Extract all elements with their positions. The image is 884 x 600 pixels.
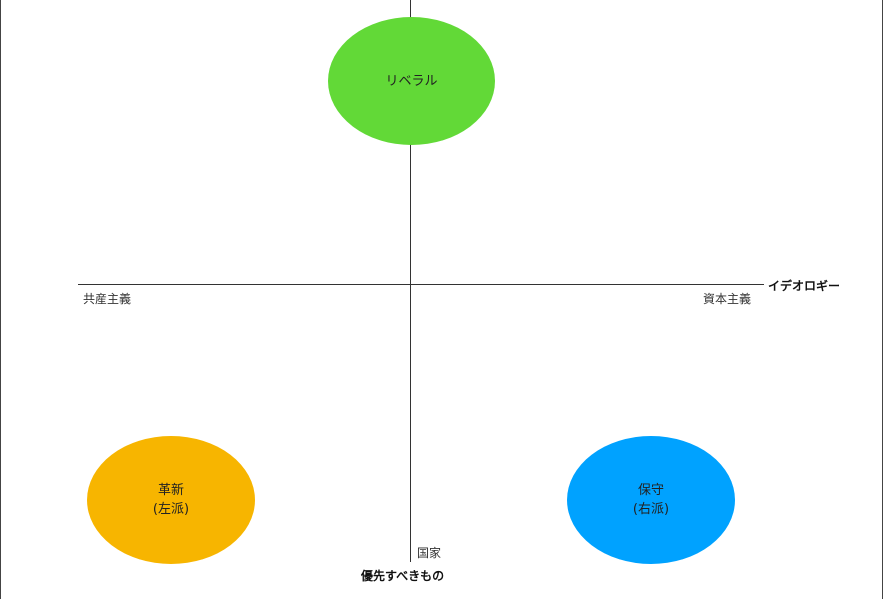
x-axis-title: イデオロギー [768,279,841,293]
y-axis-title: 優先すべきもの [361,569,445,583]
y-axis-bottom-label: 国家 [417,546,442,560]
x-axis-left-label: 共産主義 [83,292,132,306]
node-hoshu-sublabel: (右派) [632,502,670,517]
node-hoshu: 保守 (右派) [567,436,735,564]
horizontal-axis-line [78,284,764,285]
x-axis-right-label: 資本主義 [703,292,752,306]
node-kakushin-label: 革新 [157,483,184,498]
node-kakushin: 革新 (左派) [87,436,255,564]
node-liberal-label: リベラル [385,73,438,89]
node-liberal: リベラル [328,17,495,145]
vertical-axis-line [410,0,411,562]
node-hoshu-label: 保守 [637,483,664,498]
node-kakushin-sublabel: (左派) [152,502,190,517]
